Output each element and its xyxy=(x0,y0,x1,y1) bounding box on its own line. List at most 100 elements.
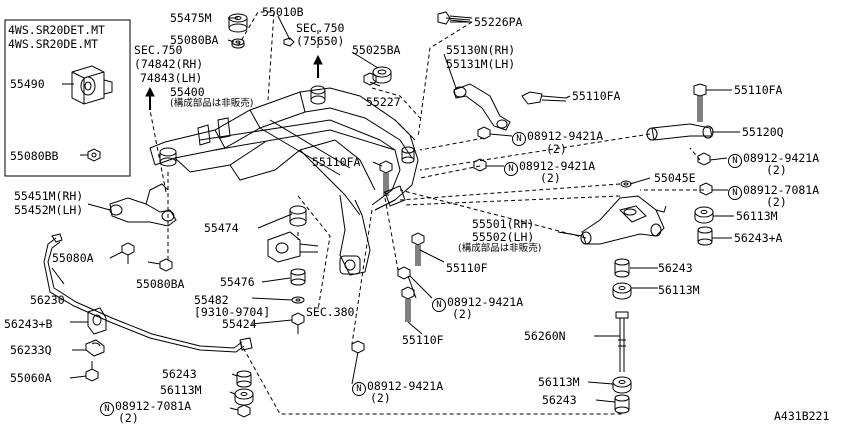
bushing-55474-drawing xyxy=(289,205,307,227)
note-not-sold-55400: (構成部品は非販売) xyxy=(170,98,254,109)
inset-part-55490: 55490 xyxy=(10,77,45,91)
label-55482: 55482 xyxy=(194,293,229,307)
arm-55501-drawing xyxy=(580,195,667,245)
label-55080BA-top: 55080BA xyxy=(170,33,219,47)
nut-55080BA-top-drawing xyxy=(231,38,245,49)
circle-n-badge: N xyxy=(728,186,742,200)
label-55452M: 55452M(LH) xyxy=(14,203,84,217)
label-55130N: 55130N(RH) xyxy=(446,43,516,57)
nut-55227-drawing xyxy=(363,72,377,86)
bushing-56113M-low-drawing xyxy=(612,376,632,394)
label-55010B: 55010B xyxy=(262,5,304,19)
washer-55482-drawing xyxy=(291,296,305,304)
label-56113M-4: 56113M xyxy=(538,375,580,389)
label-56113M-1: 56113M xyxy=(736,209,778,223)
label-56260N: 56260N xyxy=(524,329,566,343)
nut-55476-drawing xyxy=(290,268,306,286)
label-56243B: 56243+B xyxy=(4,317,53,331)
label-55476: 55476 xyxy=(220,275,255,289)
leader-lines xyxy=(51,15,740,411)
label-55451M: 55451M(RH) xyxy=(14,189,84,203)
label-56233Q: 56233Q xyxy=(10,343,52,357)
inset-frame xyxy=(4,19,131,177)
label-56243-2: 56243 xyxy=(162,367,197,381)
crossmember-55400-drawing xyxy=(149,85,419,276)
bushing-56113M-mid-drawing xyxy=(612,282,632,300)
bushing-55490-drawing xyxy=(71,65,113,105)
nut-08912-4-drawing xyxy=(351,340,365,354)
label-55110FA-center: 55110FA xyxy=(312,155,361,169)
sec750-line1-b: (75650) xyxy=(296,34,345,48)
qty-08912-9421A-1: (2) xyxy=(546,142,567,156)
label-56243-3: 56243 xyxy=(542,393,577,407)
label-56113M-2: 56113M xyxy=(658,283,700,297)
bolt-55110FA-center-drawing xyxy=(379,160,393,196)
inset-title-2: 4WS.SR20DE.MT xyxy=(8,37,99,51)
label-55227: 55227 xyxy=(366,95,401,109)
label-55110F-1: 55110F xyxy=(446,261,488,275)
qty-08912-7081A-2: (2) xyxy=(118,411,139,425)
circle-n-badge: N xyxy=(100,402,114,416)
bolt-55010B-drawing xyxy=(283,37,295,47)
stud-56260N-drawing xyxy=(615,311,629,372)
label-55060A: 55060A xyxy=(10,371,52,385)
bushing-55475M-drawing xyxy=(228,13,248,33)
circle-n-badge: N xyxy=(352,382,366,396)
sec750-line2-a: 74843(LH) xyxy=(140,71,203,85)
label-55131M: 55131M(LH) xyxy=(446,57,516,71)
label-55080A: 55080A xyxy=(52,251,94,265)
bushing-56113M-left-drawing xyxy=(234,388,254,406)
damper-55476-drawing xyxy=(267,231,319,263)
nut-08912-right-drawing xyxy=(697,152,711,166)
nut-08912-1-drawing xyxy=(477,126,491,140)
sec750-title-b: SEC.750 xyxy=(296,21,345,35)
qty-08912-7081A-1: (2) xyxy=(766,195,787,209)
bolt-55110FA-right-drawing xyxy=(693,83,707,122)
label-55025BA: 55025BA xyxy=(352,43,401,57)
nut-08912-2-drawing xyxy=(473,158,487,172)
bushing-56243-mid-drawing xyxy=(614,258,630,278)
qty-08912-9421A-4: (2) xyxy=(452,307,473,321)
label-55424: 55424 xyxy=(222,317,257,331)
bushing-56243B-drawing xyxy=(87,307,107,335)
sec750-line1-a: (74842(RH) xyxy=(134,57,204,71)
nut-55080BA-bot-drawing xyxy=(159,258,173,272)
label-55474: 55474 xyxy=(204,221,239,235)
label-56243A: 56243+A xyxy=(734,231,783,245)
clamp-56233Q-drawing xyxy=(85,339,105,357)
nut-08912-7081A-right-drawing xyxy=(699,182,713,196)
circle-n-badge: N xyxy=(512,132,526,146)
bushing-55025BA-drawing xyxy=(372,66,392,84)
bolt-55110F-2-drawing xyxy=(401,286,415,322)
bolt-55110F-1-drawing xyxy=(411,232,425,266)
bolt-55110FA-mid-drawing xyxy=(521,91,567,105)
label-56230: 56230 xyxy=(30,293,65,307)
label-55080BA-bot: 55080BA xyxy=(136,277,185,291)
inset-title-1: 4WS.SR20DET.MT xyxy=(8,23,105,37)
label-55110FA-right: 55110FA xyxy=(734,83,783,97)
label-55400: 55400 xyxy=(170,85,205,99)
inset-part-55080BB: 55080BB xyxy=(10,149,59,163)
bolt-55424-drawing xyxy=(291,312,305,334)
label-56113M-3: 56113M xyxy=(160,383,202,397)
diagram-ref-code: A431B221 xyxy=(774,409,830,423)
bushing-56113M-top-drawing xyxy=(694,206,714,224)
label-55501: 55501(RH) xyxy=(472,217,535,231)
label-55110F-2: 55110F xyxy=(402,333,444,347)
label-55226PA: 55226PA xyxy=(474,15,523,29)
label-55482-range: [9310-9704] xyxy=(194,305,271,319)
washer-55045E-drawing xyxy=(620,180,632,188)
sec750-title-a: SEC.750 xyxy=(134,43,183,57)
bolt-55060A-drawing xyxy=(85,361,99,382)
note-not-sold-55501: (構成部品は非販売) xyxy=(458,243,542,254)
circle-n-badge: N xyxy=(504,162,518,176)
bushing-56243A-drawing xyxy=(697,226,713,246)
label-55045E: 55045E xyxy=(654,171,696,185)
